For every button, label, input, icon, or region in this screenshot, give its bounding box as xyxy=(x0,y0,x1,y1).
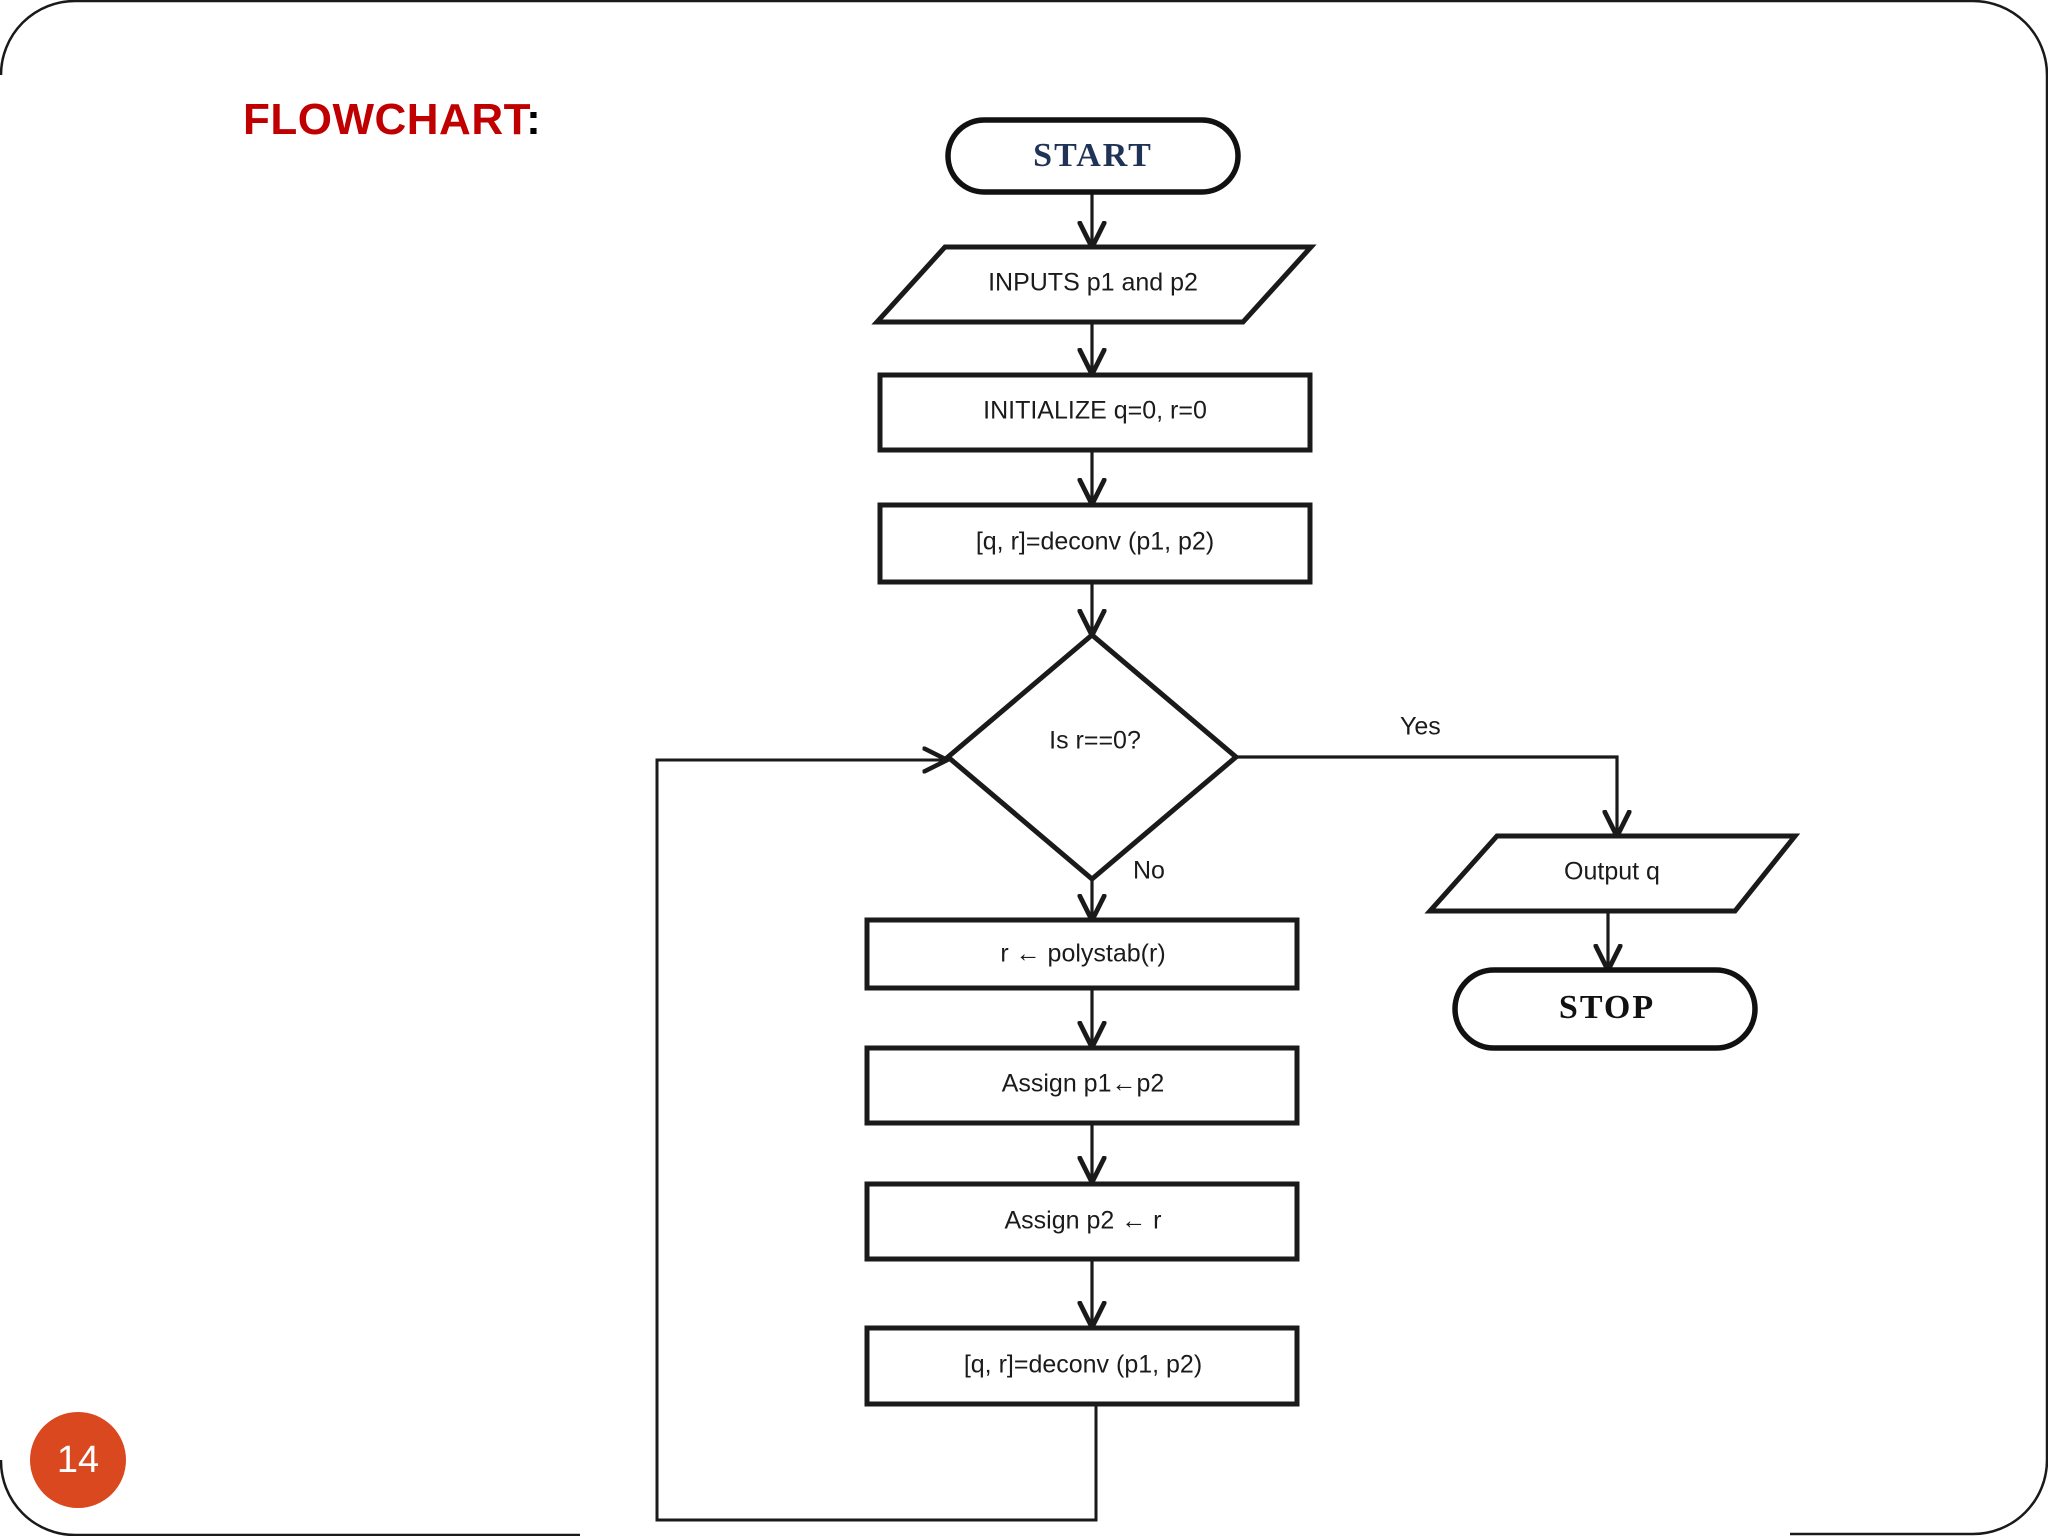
polystab-shape xyxy=(864,917,1300,991)
inputs-label: INPUTS p1 and p2 xyxy=(988,269,1198,297)
deconv-first-label: [q, r]=deconv (p1, p2) xyxy=(976,528,1214,556)
node-stop: STOP xyxy=(1452,967,1758,1051)
assign-p1-label: Assign p1←p2 xyxy=(1002,1070,1165,1098)
node-start: START xyxy=(945,117,1241,195)
flow-connectors xyxy=(655,192,1617,1522)
initialize-label: INITIALIZE q=0, r=0 xyxy=(983,397,1207,425)
inputs-shape xyxy=(871,244,1317,325)
polystab-label: r ← polystab(r) xyxy=(1000,940,1165,968)
assign-p2-shape xyxy=(864,1181,1300,1262)
deconv-first-shape xyxy=(877,502,1313,585)
edge-label-yes: Yes xyxy=(1400,713,1441,741)
page-title-text: FLOWCHART xyxy=(243,95,527,144)
decision-label: Is r==0? xyxy=(1049,727,1141,755)
node-inputs: INPUTS p1 and p2 xyxy=(871,244,1317,325)
page-number-label: 14 xyxy=(56,1438,100,1481)
page-title: FLOWCHART: xyxy=(243,95,541,145)
edge-label-no: No xyxy=(1133,857,1165,885)
output-q-label: Output q xyxy=(1564,858,1660,886)
assign-p2-label: Assign p2 ← r xyxy=(1004,1207,1161,1235)
edge-decision-yes-to-output xyxy=(1235,755,1617,834)
assign-p1-shape xyxy=(864,1045,1300,1126)
node-initialize: INITIALIZE q=0, r=0 xyxy=(877,372,1313,453)
node-deconv-first: [q, r]=deconv (p1, p2) xyxy=(877,502,1313,585)
node-polystab: r ← polystab(r) xyxy=(864,917,1300,991)
node-output-q: Output q xyxy=(1424,833,1801,914)
stop-shape xyxy=(1452,967,1758,1051)
start-shape xyxy=(945,117,1241,195)
page-title-colon: : xyxy=(526,95,542,144)
initialize-shape xyxy=(877,372,1313,453)
edge-loop-back-to-decision xyxy=(655,760,1098,1522)
node-assign-p1: Assign p1←p2 xyxy=(864,1045,1300,1126)
page-number-badge: 14 xyxy=(30,1412,126,1508)
start-label: START xyxy=(1033,137,1153,174)
deconv-second-shape xyxy=(864,1325,1300,1407)
node-assign-p2: Assign p2 ← r xyxy=(864,1181,1300,1262)
node-decision: Is r==0? xyxy=(944,631,1240,883)
node-deconv-second: [q, r]=deconv (p1, p2) xyxy=(864,1325,1300,1407)
output-q-shape xyxy=(1424,833,1801,914)
stop-label: STOP xyxy=(1559,989,1655,1026)
decision-shape xyxy=(944,631,1240,883)
deconv-second-label: [q, r]=deconv (p1, p2) xyxy=(964,1351,1202,1379)
